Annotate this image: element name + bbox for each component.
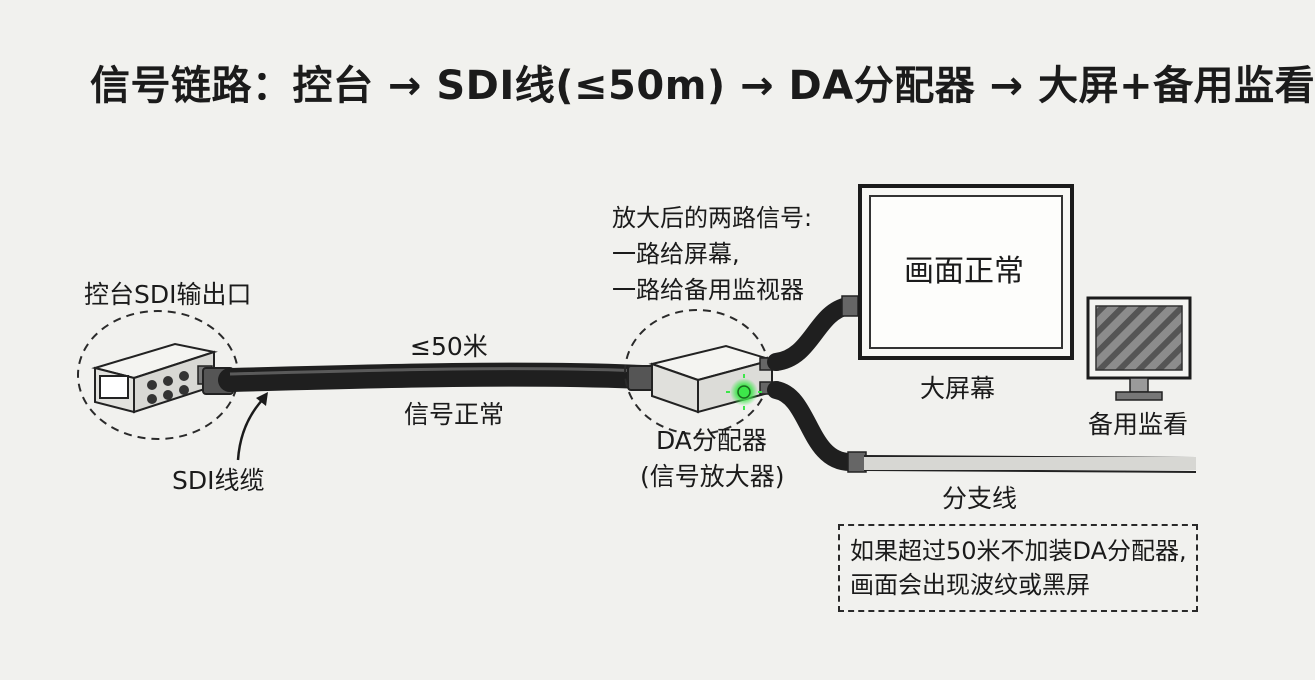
da-description-label: (信号放大器): [640, 462, 785, 491]
screen-status-text: 画面正常: [904, 254, 1024, 289]
warning-note-box: 如果超过50米不加装DA分配器, 画面会出现波纹或黑屏: [838, 524, 1198, 612]
amplified-note-line3: 一路给备用监视器: [612, 276, 804, 304]
amplified-note-line2: 一路给屏幕,: [612, 240, 740, 268]
branch-cable: [767, 381, 1197, 473]
sdi-main-cable: [202, 362, 663, 395]
big-screen-label: 大屏幕: [920, 374, 996, 403]
warning-line1: 如果超过50米不加装DA分配器,: [850, 537, 1187, 565]
sdi-cable-pointer-arrow: [236, 395, 267, 461]
diagram-canvas: 信号链路：控台 → SDI线(≤50m) → DA分配器 → 大屏+备用监看 控…: [77, 63, 1315, 612]
backup-monitor-icon: [1086, 296, 1192, 401]
warning-line2: 画面会出现波纹或黑屏: [850, 571, 1090, 599]
console-port-label: 控台SDI输出口: [84, 280, 252, 309]
page-title: 信号链路：控台 → SDI线(≤50m) → DA分配器 → 大屏+备用监看: [90, 63, 1315, 109]
backup-monitor-label: 备用监看: [1088, 410, 1189, 439]
screen-feed-cable: [767, 295, 859, 371]
console-device-icon: [91, 342, 218, 414]
da-name-label: DA分配器: [656, 426, 767, 455]
status-led-icon: [726, 374, 762, 410]
big-screen-icon: [858, 184, 1074, 360]
cable-length-label: ≤50米: [410, 332, 488, 361]
branch-line-label: 分支线: [942, 484, 1018, 513]
signal-chain-diagram: [77, 184, 1197, 473]
sdi-cable-label: SDI线缆: [172, 466, 265, 495]
amplified-note-line1: 放大后的两路信号:: [612, 204, 813, 232]
signal-ok-label: 信号正常: [404, 400, 505, 429]
